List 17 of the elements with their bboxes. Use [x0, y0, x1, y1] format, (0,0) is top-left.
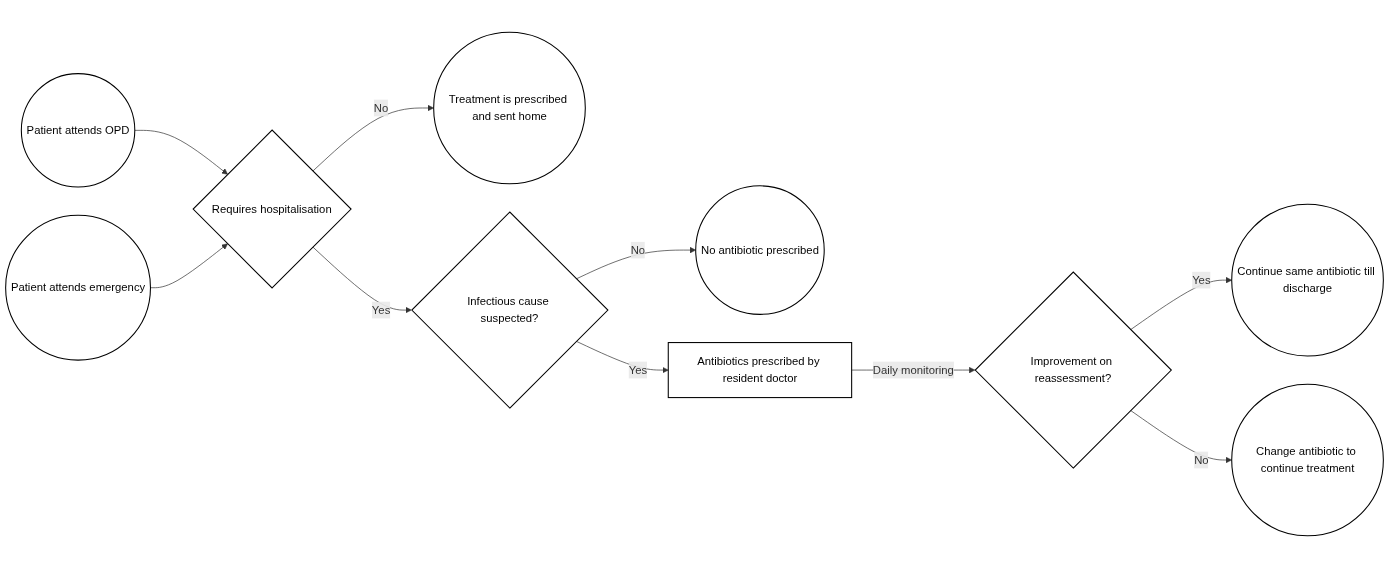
edge-label: No	[373, 101, 389, 114]
node-diamond: Infectious cause suspected?	[411, 211, 609, 409]
node-circle: Change antibiotic to continue treatment	[1231, 383, 1384, 537]
edge-label: No	[630, 243, 646, 256]
node-box: Antibiotics prescribed by resident doctor	[667, 342, 853, 399]
node-circle: Continue same antibiotic till discharge	[1231, 203, 1384, 357]
node-circle: No antibiotic prescribed	[695, 185, 825, 315]
edge-label: Daily monitoring	[872, 363, 954, 376]
node-diamond: Improvement on reassessment?	[974, 271, 1173, 469]
node-circle: Patient attends emergency	[5, 214, 151, 361]
node-circle: Treatment is prescribed and sent home	[433, 31, 586, 185]
edge-label: Yes	[628, 363, 648, 376]
node-circle: Patient attends OPD	[20, 73, 136, 188]
node-diamond: Requires hospitalisation	[192, 129, 352, 289]
edge-label: Yes	[1192, 273, 1211, 286]
edge-label: Yes	[371, 303, 391, 316]
edge-label: No	[1194, 453, 1209, 466]
